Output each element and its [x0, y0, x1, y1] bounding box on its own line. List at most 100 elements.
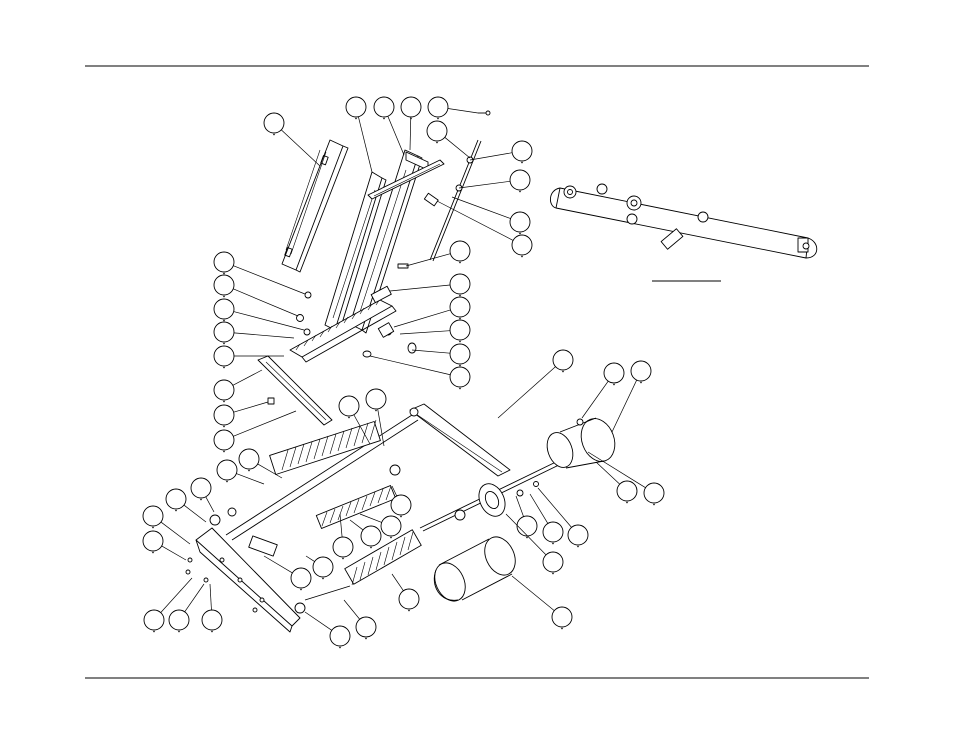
callout-2: [345, 96, 373, 173]
callout-leader: [160, 577, 193, 613]
callout-leader: [359, 513, 382, 523]
stacking-spiral-middle: [315, 485, 397, 529]
callout-leader: [436, 200, 514, 241]
callout-leader: [305, 555, 315, 562]
callout-30: [338, 395, 371, 445]
callout-tick: [552, 572, 554, 575]
callout-balloon: [398, 588, 420, 610]
callout-balloon: [643, 482, 665, 504]
callout-leader: [511, 575, 555, 611]
callout-33: [216, 459, 265, 485]
callout-leader: [339, 513, 343, 538]
callout-balloon: [213, 345, 235, 367]
callout-balloon: [142, 530, 164, 552]
callout-53: [505, 513, 564, 575]
callout-balloon: [142, 505, 164, 527]
callout-tick: [348, 416, 350, 419]
callout-leader: [447, 108, 479, 114]
callout-35: [165, 488, 207, 523]
callout-leader: [233, 311, 305, 331]
stacking-spiral-lower: [344, 529, 422, 586]
callout-19: [213, 298, 305, 331]
callout-tick: [178, 630, 180, 633]
callout-balloon: [449, 240, 471, 262]
callout-tick: [653, 503, 655, 506]
callout-leader: [399, 330, 451, 335]
callout-balloon: [603, 362, 625, 384]
callout-balloon: [516, 515, 538, 537]
callout-leader: [587, 451, 646, 489]
callout-1: [263, 112, 321, 167]
callout-41: [390, 485, 412, 518]
base-side-plate-left: [195, 527, 301, 633]
callout-26: [581, 362, 625, 419]
callout-47: [304, 611, 351, 649]
callout-balloon: [213, 379, 235, 401]
callout-tick: [223, 425, 225, 428]
callout-leader: [343, 599, 360, 620]
callout-balloon: [213, 251, 235, 273]
callout-leader: [405, 253, 451, 267]
callout-tick: [223, 342, 225, 345]
callout-leader: [353, 414, 371, 445]
callout-leader: [233, 410, 297, 437]
callout-leader: [411, 349, 451, 354]
side-frame-left: [324, 171, 387, 334]
callout-6: [426, 120, 471, 159]
callout-16: [369, 355, 471, 390]
callout-leader: [581, 380, 609, 419]
callout-14: [399, 319, 471, 343]
callout-42: [359, 513, 402, 539]
small-hardware-lower: [185, 464, 539, 614]
side-frame-right: [349, 149, 429, 334]
callout-29: [587, 451, 665, 506]
callout-leader: [611, 379, 638, 433]
callout-balloon: [238, 448, 260, 470]
callout-tick: [640, 381, 642, 384]
gear-motor: [546, 417, 616, 469]
callout-balloon: [332, 536, 354, 558]
callout-32: [238, 448, 283, 479]
callout-tick: [390, 536, 392, 539]
callout-balloon: [213, 429, 235, 451]
callout-tick: [211, 630, 213, 633]
callout-leader: [257, 463, 283, 479]
callout-tick: [152, 526, 154, 529]
callout-44: [332, 513, 354, 560]
callout-balloon: [427, 96, 449, 118]
callout-tick: [300, 588, 302, 591]
callout-tick: [223, 400, 225, 403]
callout-tick: [521, 161, 523, 164]
callout-tick: [248, 469, 250, 472]
callout-balloon: [329, 625, 351, 647]
callout-tick: [370, 546, 372, 549]
callout-tick: [200, 498, 202, 501]
callout-tick: [459, 261, 461, 264]
callout-tick: [521, 255, 523, 258]
callout-tick: [519, 190, 521, 193]
callout-balloon: [616, 480, 638, 502]
tiny-screw-top: [478, 110, 491, 116]
callout-11: [405, 240, 471, 267]
callout-tick: [613, 383, 615, 386]
callout-balloon: [511, 140, 533, 162]
callout-balloon: [373, 96, 395, 118]
callout-17: [213, 251, 306, 295]
callout-balloon: [449, 343, 471, 365]
callout-39: [168, 583, 205, 633]
callout-4: [400, 96, 422, 151]
callout-balloon: [143, 609, 165, 631]
callout-leader: [233, 265, 306, 295]
callout-tick: [342, 557, 344, 560]
callout-tick: [626, 501, 628, 504]
callout-tick: [273, 133, 275, 136]
base-tie-bar: [225, 414, 419, 541]
callout-leader: [391, 573, 404, 591]
callout-18: [213, 274, 299, 317]
callout-tick: [153, 630, 155, 633]
callout-balloon: [400, 96, 422, 118]
callout-leader: [304, 611, 332, 631]
callout-balloon: [345, 96, 367, 118]
callout-leader: [393, 309, 451, 328]
callout-27: [611, 360, 652, 433]
